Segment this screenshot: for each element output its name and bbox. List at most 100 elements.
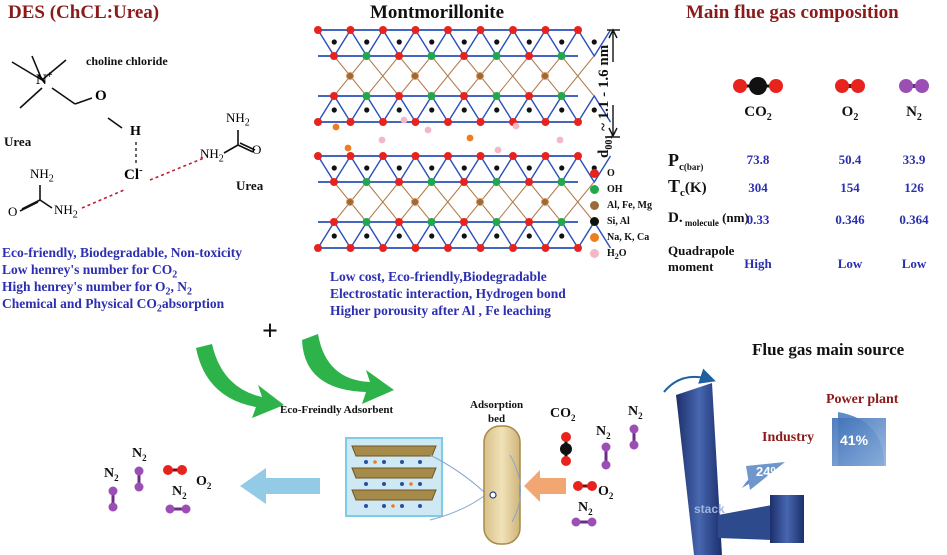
gas-co2-header: CO2: [744, 104, 772, 123]
atom-al: [540, 71, 550, 81]
atom-o-label: O: [95, 88, 107, 104]
atom-si: [364, 233, 370, 239]
label-o2-in: O2: [598, 484, 614, 501]
des-prop-2: Low henrey's number for CO2: [2, 262, 178, 281]
atom-o-oh: [460, 92, 468, 100]
choline-chloride-label: choline chloride: [86, 54, 168, 68]
urea-left-o: O: [8, 204, 18, 219]
atom-o-oh: [525, 178, 533, 186]
tc-o2: 154: [840, 180, 860, 195]
pc-co2: 73.8: [746, 152, 770, 167]
hydrogen-bond-lines: [81, 142, 205, 209]
atom-si: [396, 233, 402, 239]
industry-percent: 24%: [756, 464, 783, 479]
atom-o: [346, 152, 355, 160]
atom-o-oh: [330, 218, 338, 226]
legend-al-fe-mg: Al, Fe, Mg: [590, 198, 652, 214]
interlayer-water: [378, 136, 386, 144]
atom-si: [559, 165, 565, 171]
atom-o-oh: [557, 178, 566, 186]
atom-si: [331, 107, 337, 113]
label-n2-out-1: N2: [132, 446, 147, 463]
atom-h-label: H: [130, 124, 141, 139]
interlayer-water: [512, 122, 520, 130]
plus-sign: +: [262, 316, 278, 347]
atom-o: [574, 152, 582, 160]
label-n2-in-3: N2: [578, 500, 593, 517]
legend-si-al: Si, Al: [590, 214, 652, 230]
atom-o-oh: [395, 92, 403, 100]
tc-n2: 126: [904, 180, 924, 195]
octa-edge: [431, 55, 465, 97]
atom-o-oh: [427, 178, 436, 186]
atom-o: [541, 152, 550, 160]
atom-al: [540, 197, 550, 207]
atom-o: [476, 244, 485, 252]
interlayer-water: [424, 126, 432, 134]
atom-o-oh: [427, 52, 436, 60]
blue-output-arrow: [240, 468, 320, 504]
tc-co2: 304: [748, 180, 768, 195]
atom-si: [494, 233, 500, 239]
adsorption-bed: [429, 425, 521, 545]
atom-si: [396, 39, 402, 45]
atom-si: [331, 233, 337, 239]
d-n2: 0.364: [899, 212, 929, 227]
atom-si: [461, 107, 467, 113]
atom-o: [509, 152, 517, 160]
gas-n2-3: [571, 517, 597, 527]
octa-edge: [561, 55, 595, 97]
label-o2-out: O2: [196, 474, 212, 491]
adsorbent-label: Eco-Freindly Adsorbent: [280, 404, 394, 416]
interlayer-water: [494, 146, 502, 154]
atom-o: [346, 244, 355, 252]
des-prop-4: Chemical and Physical CO2absorption: [2, 296, 225, 315]
out-o2: [163, 465, 187, 475]
tetra-edge: [577, 155, 612, 184]
adsorbent-block: [345, 437, 443, 517]
atom-si: [526, 39, 532, 45]
stack-label: stack: [694, 502, 725, 516]
mont-prop-1: Low cost, Eco-friendly,Biodegradable: [330, 269, 547, 284]
atom-o: [541, 26, 550, 34]
label-co2-in: CO2: [550, 406, 576, 423]
atom-o: [509, 244, 517, 252]
atom-o: [444, 26, 452, 34]
orange-arrow: [524, 470, 566, 502]
clay-layers: [314, 26, 612, 252]
atom-o-oh: [362, 218, 371, 226]
atom-o: [509, 26, 517, 34]
atom-o-oh: [557, 218, 566, 226]
atom-si: [461, 39, 467, 45]
urea-right-nh2-top: NH2: [226, 110, 250, 129]
atom-si: [429, 39, 435, 45]
atom-o-oh: [525, 218, 533, 226]
quad-o2: Low: [837, 256, 863, 271]
n2-molecule-icon: [899, 79, 929, 93]
co2-molecule-icon: [733, 77, 783, 95]
atom-o: [541, 118, 550, 126]
atom-o: [411, 244, 420, 252]
octa-edge: [496, 55, 530, 97]
atom-o-oh: [492, 52, 501, 60]
atom-o-oh: [330, 92, 338, 100]
atom-o: [314, 152, 322, 160]
d-spacing-arrow: [607, 28, 620, 138]
atom-o-oh: [427, 92, 436, 100]
out-n2-2: [108, 486, 118, 512]
atom-si: [461, 233, 467, 239]
clay-legend: O OH Al, Fe, Mg Si, Al Na, K, Ca H2O: [590, 166, 652, 262]
atom-si: [591, 107, 597, 113]
atom-o: [444, 244, 452, 252]
atom-si: [429, 233, 435, 239]
atom-si: [461, 165, 467, 171]
atom-o: [379, 244, 387, 252]
atom-si: [591, 39, 597, 45]
atom-o-oh: [460, 178, 468, 186]
atom-si: [429, 165, 435, 171]
row-d-label: D. molecule (nm): [668, 210, 749, 228]
legend-h2o: H2O: [590, 246, 652, 262]
atom-o-oh: [525, 92, 533, 100]
interlayer-water: [556, 136, 564, 144]
atom-si: [331, 39, 337, 45]
